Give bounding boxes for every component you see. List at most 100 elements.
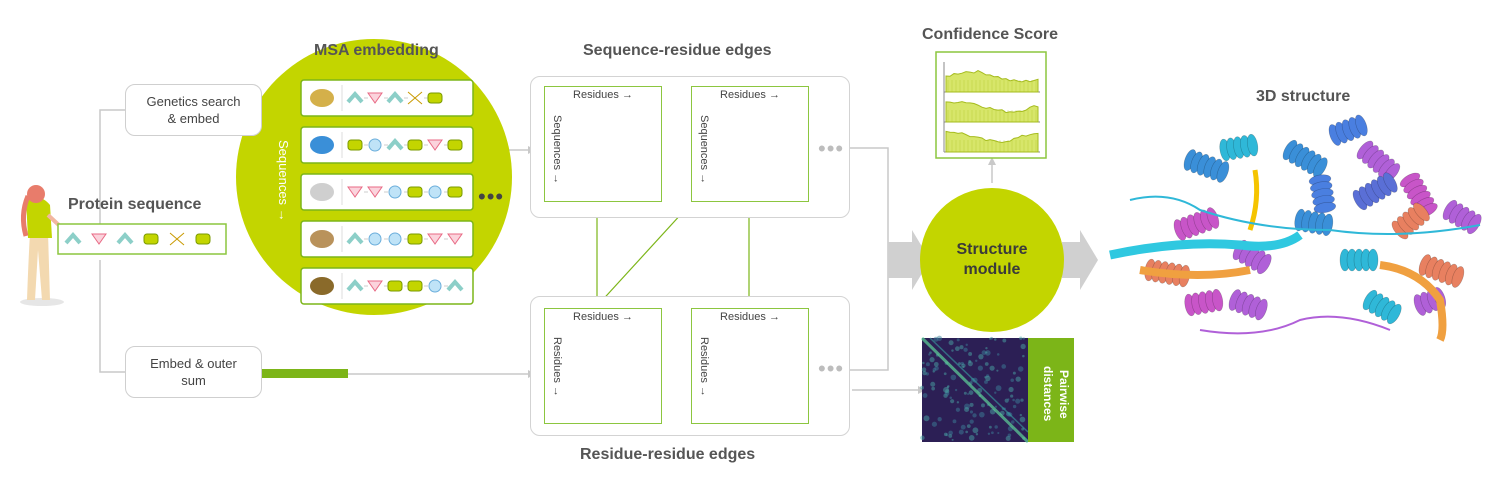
pairwise-speck: [1019, 336, 1023, 340]
pairwise-speck: [952, 419, 957, 424]
residue-green: [195, 233, 211, 245]
pairwise-speck: [1005, 435, 1011, 441]
resres-matrix-1: Residues → Residues →: [544, 308, 662, 424]
down-arrow-icon: →: [276, 208, 291, 222]
helix-ribbon: [1391, 202, 1430, 240]
3d-structure-title: 3D structure: [1256, 88, 1351, 105]
helix-ribbon: [1362, 289, 1402, 325]
seqres-matrix-1-side-label: Sequences →: [551, 115, 563, 185]
pairwise-speck: [1001, 364, 1007, 369]
pairwise-speck: [955, 407, 961, 412]
pairwise-speck: [965, 343, 968, 347]
pairwise-speck: [1002, 338, 1007, 343]
residue-blue: [368, 138, 382, 152]
seqres-ellipsis: •••: [818, 136, 845, 161]
residue-green: [407, 280, 423, 292]
pairwise-speck: [975, 433, 979, 436]
seqres-matrix-2-side-label: Sequences →: [698, 115, 710, 185]
pairwise-speck: [923, 415, 930, 422]
residue-blue: [388, 185, 402, 199]
pairwise-speck: [1010, 378, 1014, 383]
seqres-matrix-1-top-label: Residues →: [573, 89, 633, 101]
helix-ribbon: [1219, 133, 1259, 162]
pairwise-speck: [1020, 398, 1024, 402]
residue-pink: [427, 139, 443, 151]
pairwise-speck: [949, 396, 953, 399]
pairwise-speck: [972, 427, 979, 434]
embed-label-line2: sum: [181, 373, 206, 388]
pairwise-speck: [951, 349, 954, 352]
pairwise-speck: [948, 430, 953, 436]
pairwise-speck: [990, 336, 993, 340]
pairwise-heatmap: [920, 335, 1074, 444]
pairwise-speck: [965, 430, 969, 434]
residue-teal: [346, 231, 364, 245]
pairwise-speck: [969, 402, 974, 407]
residue-green: [407, 139, 423, 151]
pairwise-speck: [937, 417, 942, 422]
pairwise-speck: [991, 431, 994, 435]
pairwise-speck: [984, 380, 988, 384]
helix-ribbon: [1282, 139, 1328, 178]
residue-teal: [386, 137, 404, 151]
pairwise-speck: [1017, 366, 1024, 372]
pairwise-speck: [956, 338, 960, 342]
pairwise-speck: [943, 432, 948, 437]
pairwise-speck: [994, 338, 997, 341]
residue-blue: [388, 232, 402, 246]
fish-icon: [310, 136, 334, 154]
pairwise-speck: [996, 369, 999, 372]
pairwise-speck: [1010, 394, 1014, 398]
pairwise-speck: [920, 435, 925, 441]
pairwise-speck: [996, 353, 1000, 356]
pairwise-speck: [954, 346, 960, 352]
residue-pink: [91, 233, 107, 245]
pairwise-speck: [933, 361, 939, 367]
residue-blue: [428, 279, 442, 293]
genetics-label-line1: Genetics search: [146, 94, 241, 109]
residue-pink: [427, 233, 443, 245]
pairwise-speck: [931, 421, 938, 427]
residue-yellow: [407, 91, 423, 105]
genetics-label-line2: & embed: [167, 111, 220, 126]
pairwise-speck: [934, 366, 939, 371]
residue-pink: [367, 186, 383, 198]
pairwise-speck: [963, 347, 968, 352]
pairwise-speck: [963, 391, 967, 395]
to-3d-arrow: [1062, 230, 1098, 290]
pairwise-speck: [1012, 404, 1017, 409]
resres-matrix-1-top-label: Residues →: [573, 311, 633, 323]
pairwise-speck: [950, 374, 957, 381]
resres-ellipsis: •••: [818, 356, 845, 381]
to-embed-line: [99, 260, 125, 373]
pairwise-speck: [957, 362, 961, 366]
residue-green: [407, 186, 423, 198]
pairwise-speck: [961, 363, 966, 368]
residue-green: [447, 139, 463, 151]
residue-green: [143, 233, 159, 245]
pairwise-speck: [929, 351, 932, 354]
msa-embedding-title: MSA embedding: [314, 42, 439, 59]
rabbit-icon: [310, 183, 334, 201]
pairwise-speck: [969, 419, 974, 424]
helix-ribbon: [1352, 172, 1398, 211]
top-label-text: Residues: [720, 89, 766, 101]
pairwise-speck: [1012, 398, 1015, 402]
pairwise-speck: [1015, 398, 1021, 404]
pairwise-speck: [920, 385, 924, 390]
pairwise-speck: [977, 365, 984, 371]
pairwise-speck: [1007, 398, 1010, 401]
residue-pink: [447, 233, 463, 245]
residue-green: [427, 92, 443, 104]
helix-ribbon: [1308, 174, 1337, 214]
pairwise-speck: [960, 424, 966, 430]
pairwise-speck: [995, 385, 1002, 392]
resres-matrix-1-side-label: Residues →: [551, 337, 563, 397]
pairwise-speck: [1008, 386, 1014, 393]
pairwise-speck: [958, 429, 964, 435]
pairwise-speck: [1015, 376, 1021, 382]
seqres-matrix-2-top-label: Residues →: [720, 89, 780, 101]
